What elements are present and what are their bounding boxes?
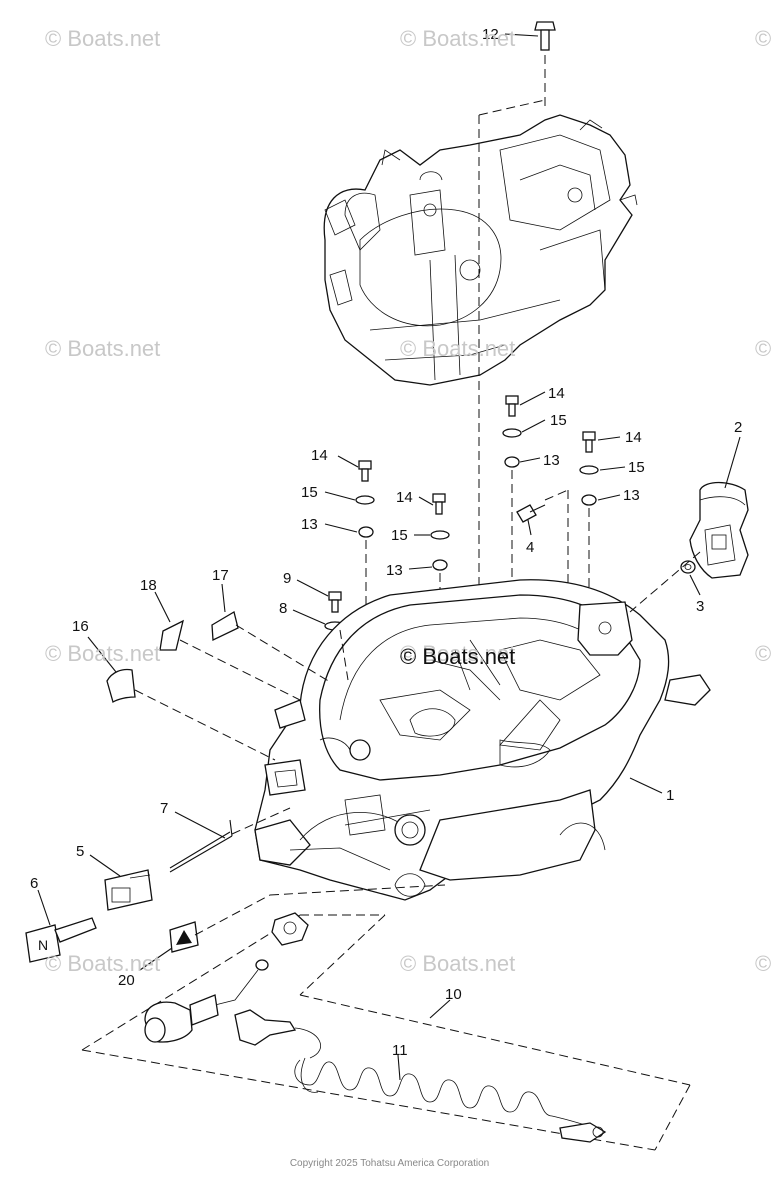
callout-15: 15 [628,459,645,476]
watermark: © [755,336,772,361]
callout-3: 3 [696,598,704,615]
watermark: © [755,951,772,976]
hardware-set-d [430,493,450,620]
watermark: © [755,26,772,51]
label-20 [169,921,199,953]
nut-3 [680,560,696,574]
watermark: © Boats.net [400,26,516,51]
watermark: © Boats.net [400,641,516,666]
callout-4: 4 [526,539,534,556]
callout-13: 13 [543,452,560,469]
callout-9: 9 [283,570,291,587]
callout-13: 13 [386,562,403,579]
hardware-set-b [579,431,599,640]
callout-7: 7 [160,800,168,817]
callout-labels: 12 2 14 15 13 14 15 13 14 15 13 4 14 15 … [30,26,742,1059]
watermark: © Boats.net [400,951,516,976]
watermark: © Boats.net [45,951,161,976]
watermark: © Boats.net [45,336,161,361]
decal-18 [159,619,184,651]
callout-12: 12 [482,26,499,43]
callout-15: 15 [391,527,408,544]
decal-16 [106,668,136,703]
svg-text:N: N [38,937,48,953]
callout-8: 8 [279,600,287,617]
callout-5: 5 [76,843,84,860]
callout-6: 6 [30,875,38,892]
bottom-cowl [254,579,711,901]
callout-14: 14 [311,447,328,464]
stop-switch-assembly [81,912,691,1151]
watermark: © Boats.net [45,26,161,51]
callout-15: 15 [550,412,567,429]
callout-17: 17 [212,567,229,584]
callout-20: 20 [118,972,135,989]
callout-14: 14 [548,385,565,402]
switch-5 [104,869,153,911]
watermark: © [755,641,772,666]
hardware-set-a [502,395,522,720]
watermark: © Boats.net [45,641,161,666]
callout-13: 13 [301,516,318,533]
key-6: N [25,917,97,963]
bolt-12 [534,21,556,51]
cable-7 [169,819,233,873]
bracket-2 [689,481,749,579]
center-watermark: © Boats.net [400,644,516,669]
callout-14: 14 [625,429,642,446]
callout-2: 2 [734,419,742,436]
leader-lines [37,33,741,1081]
callout-1: 1 [666,787,674,804]
bolt-4 [516,504,546,523]
callout-15: 15 [301,484,318,501]
engine-block [323,114,638,386]
callout-11: 11 [392,1042,408,1059]
callout-16: 16 [72,618,89,635]
callout-10: 10 [445,986,462,1003]
decal-17 [211,610,239,642]
callout-18: 18 [140,577,157,594]
coil-cord-11 [294,1057,607,1143]
callout-14: 14 [396,489,413,506]
copyright-notice: Copyright 2025 Tohatsu America Corporati… [289,1158,490,1169]
callout-13: 13 [623,487,640,504]
watermark: © Boats.net [400,336,516,361]
